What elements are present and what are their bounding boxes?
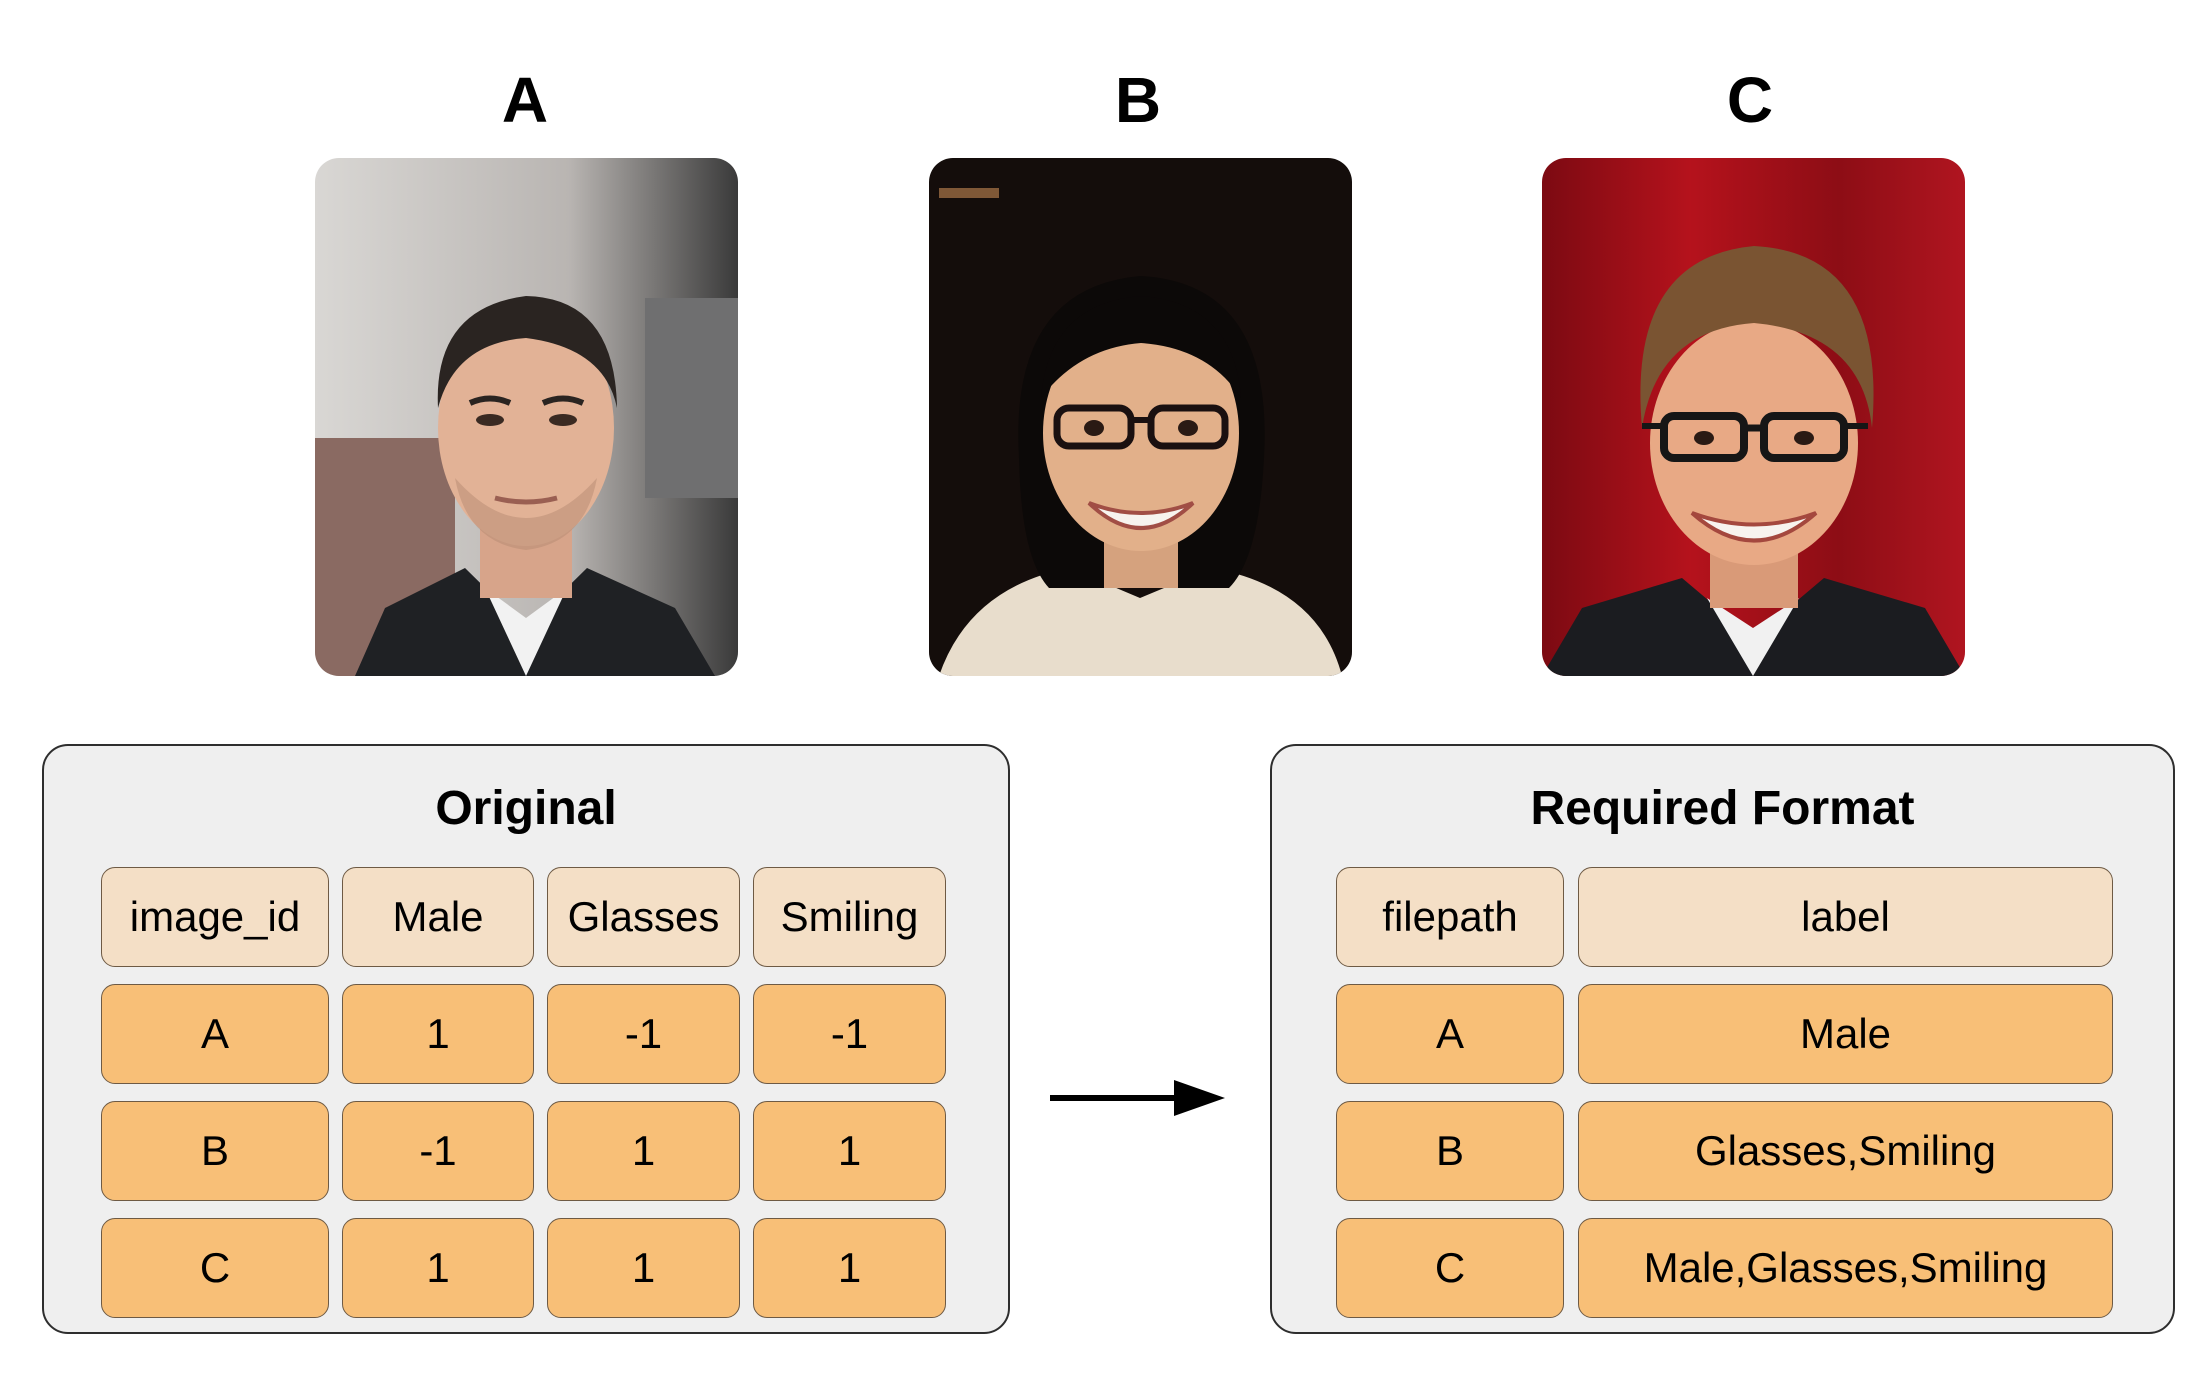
right-arrow-icon [1050, 1080, 1225, 1116]
original-cell-a-male: 1 [342, 984, 534, 1084]
original-cell-a-id: A [101, 984, 329, 1084]
original-cell-b-smiling: 1 [753, 1101, 946, 1201]
original-cell-c-id: C [101, 1218, 329, 1318]
original-cell-b-id: B [101, 1101, 329, 1201]
original-cell-a-glasses: -1 [547, 984, 740, 1084]
original-header-image-id: image_id [101, 867, 329, 967]
original-panel: Original image_id Male Glasses Smiling A… [42, 744, 1010, 1334]
original-title: Original [435, 782, 617, 835]
required-cell-c-filepath: C [1336, 1218, 1564, 1318]
photo-label-c: C [1726, 64, 1774, 136]
photo-label-a: A [501, 64, 549, 136]
original-cell-b-male: -1 [342, 1101, 534, 1201]
original-cell-a-smiling: -1 [753, 984, 946, 1084]
original-header-smiling: Smiling [753, 867, 946, 967]
face-photo-b [929, 158, 1352, 676]
required-header-filepath: filepath [1336, 867, 1564, 967]
face-photo-a [315, 158, 738, 676]
face-photo-c [1542, 158, 1965, 676]
required-cell-c-label: Male,Glasses,Smiling [1578, 1218, 2113, 1318]
original-cell-c-male: 1 [342, 1218, 534, 1318]
original-header-glasses: Glasses [547, 867, 740, 967]
required-format-panel: Required Format filepath label A Male B … [1270, 744, 2175, 1334]
original-cell-c-glasses: 1 [547, 1218, 740, 1318]
required-format-title: Required Format [1530, 782, 1915, 835]
required-cell-b-filepath: B [1336, 1101, 1564, 1201]
original-header-male: Male [342, 867, 534, 967]
original-cell-c-smiling: 1 [753, 1218, 946, 1318]
required-cell-a-filepath: A [1336, 984, 1564, 1084]
original-cell-b-glasses: 1 [547, 1101, 740, 1201]
required-cell-a-label: Male [1578, 984, 2113, 1084]
photo-label-b: B [1114, 64, 1162, 136]
required-header-label: label [1578, 867, 2113, 967]
required-cell-b-label: Glasses,Smiling [1578, 1101, 2113, 1201]
